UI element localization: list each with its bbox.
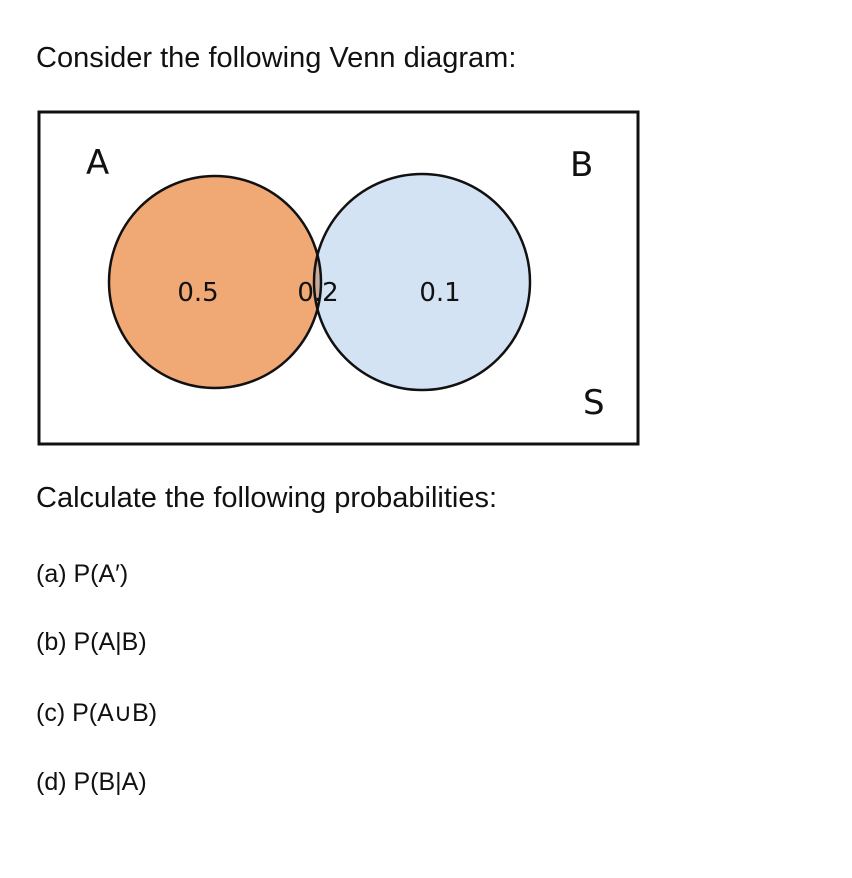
question-b: (b) P(A|B) bbox=[36, 628, 147, 656]
only-a-value: 0.5 bbox=[177, 278, 218, 308]
set-a-label: A bbox=[86, 143, 109, 183]
intersection-value: 0.2 bbox=[297, 278, 338, 308]
set-a-outline bbox=[107, 174, 323, 390]
set-b-circle bbox=[314, 174, 530, 390]
venn-diagram: A B S 0.5 0.2 0.1 bbox=[37, 110, 640, 446]
universe-label: S bbox=[583, 383, 605, 423]
question-d: (d) P(B|A) bbox=[36, 768, 147, 796]
set-b-label: B bbox=[570, 145, 593, 185]
instruction-text: Calculate the following probabilities: bbox=[36, 482, 498, 514]
set-a-circle bbox=[109, 176, 321, 388]
question-a: (a) P(A′) bbox=[36, 560, 129, 588]
intro-text: Consider the following Venn diagram: bbox=[36, 42, 517, 74]
set-b-outline bbox=[312, 172, 532, 392]
question-c: (c) P(A∪B) bbox=[36, 699, 158, 727]
only-b-value: 0.1 bbox=[419, 278, 460, 308]
